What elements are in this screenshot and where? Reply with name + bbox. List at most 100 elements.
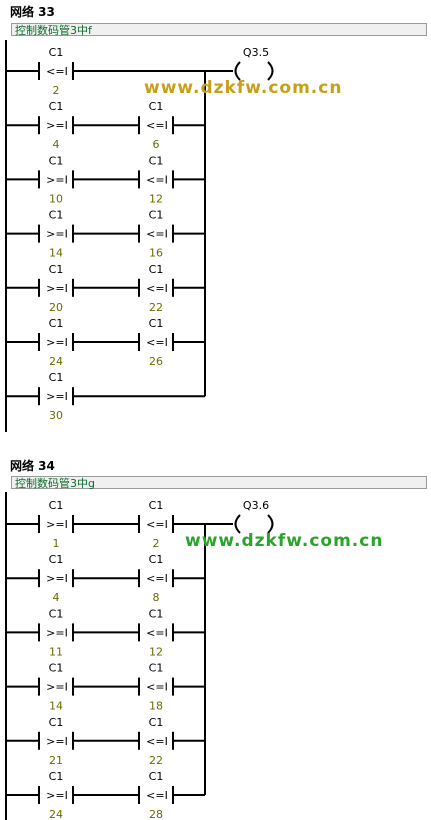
contact-address: C1 — [149, 263, 164, 276]
contact-value: 1 — [53, 537, 60, 550]
contact-operator: <=I — [146, 282, 168, 295]
contact-operator: <=I — [146, 681, 168, 694]
contact-value: 18 — [149, 700, 163, 713]
contact-operator: <=I — [146, 119, 168, 132]
contact-value: 20 — [49, 301, 63, 314]
network-33-comment[interactable]: 控制数码管3中f — [11, 23, 427, 37]
compare-contact: C1>=I11 — [38, 607, 74, 658]
contact-address: C1 — [49, 607, 64, 620]
compare-contact: C1 >=I 14 — [38, 209, 74, 260]
watermark-bottom: www.dzkfw.com.cn — [185, 531, 384, 551]
rung: C1>=I24 C1<=I26 — [6, 317, 205, 368]
contact-operator: >=I — [46, 572, 68, 585]
compare-contact: C1>=I10 — [38, 154, 74, 205]
contact-operator: >=I — [46, 390, 68, 403]
compare-contact: C1<=I26 — [138, 317, 174, 368]
contact-operator: >=I — [46, 518, 68, 531]
contact-operator: <=I — [146, 735, 168, 748]
contact-value: 12 — [149, 645, 163, 658]
compare-contact: C1 >=I 4 — [38, 100, 74, 151]
contact-operator: <=I — [146, 789, 168, 802]
contact-value: 4 — [53, 591, 60, 604]
contact-value: 6 — [153, 138, 160, 151]
coil-left-arc — [234, 514, 241, 534]
output-coil: Q3.6 — [205, 499, 274, 534]
compare-contact: C1 >=I 24 — [38, 770, 74, 820]
contact-address: C1 — [149, 553, 164, 566]
contact-address: C1 — [49, 100, 64, 113]
contact-operator: >=I — [46, 735, 68, 748]
contact-operator: <=I — [146, 173, 168, 186]
network-34-comment[interactable]: 控制数码管3中g — [11, 476, 427, 490]
rung: C1 >=I 30 — [6, 371, 205, 422]
compare-contact: C1>=I4 — [38, 553, 74, 604]
output-coil: Q3.5 — [205, 46, 274, 81]
contact-value: 4 — [53, 138, 60, 151]
compare-contact: C1>=I21 — [38, 716, 74, 767]
contact-value: 21 — [49, 754, 63, 767]
contact-value: 12 — [149, 192, 163, 205]
rung: C1>=I11 C1<=I12 — [6, 607, 205, 658]
compare-contact: C1 <=I 12 — [138, 154, 174, 205]
compare-contact: C1 <=I 2 — [138, 499, 174, 550]
rung: C1 >=I 10 C1 <=I 12 — [6, 154, 205, 205]
contact-address: C1 — [149, 154, 164, 167]
rung: C1<=I2 — [6, 46, 205, 97]
contact-value: 26 — [149, 355, 163, 368]
coil-right-arc — [267, 61, 274, 81]
compare-contact: C1>=I14 — [38, 662, 74, 713]
compare-contact: C1<=I22 — [138, 716, 174, 767]
contact-address: C1 — [49, 662, 64, 675]
contact-value: 10 — [49, 192, 63, 205]
contact-address: C1 — [149, 716, 164, 729]
contact-value: 14 — [49, 700, 63, 713]
contact-value: 14 — [49, 247, 63, 260]
contact-operator: >=I — [46, 282, 68, 295]
contact-address: C1 — [149, 770, 164, 783]
contact-value: 2 — [153, 537, 160, 550]
coil-left-arc — [234, 61, 241, 81]
contact-address: C1 — [149, 662, 164, 675]
network-33-title: 网络 33 — [10, 5, 55, 19]
contact-address: C1 — [49, 263, 64, 276]
compare-contact: C1 <=I 18 — [138, 662, 174, 713]
contact-operator: >=I — [46, 336, 68, 349]
compare-contact: C1 >=I 30 — [38, 371, 74, 422]
contact-operator: <=I — [146, 518, 168, 531]
contact-operator: >=I — [46, 173, 68, 186]
compare-contact: C1 <=I 6 — [138, 100, 174, 151]
contact-address: C1 — [149, 499, 164, 512]
compare-contact: C1<=I28 — [138, 770, 174, 820]
compare-contact: C1>=I24 — [38, 317, 74, 368]
contact-value: 24 — [49, 808, 63, 820]
power-rail-34 — [5, 492, 7, 820]
contact-address: C1 — [149, 209, 164, 222]
contact-operator: >=I — [46, 789, 68, 802]
watermark-top: www.dzkfw.com.cn — [144, 78, 343, 98]
contact-operator: >=I — [46, 119, 68, 132]
contact-address: C1 — [49, 209, 64, 222]
contact-address: C1 — [149, 100, 164, 113]
contact-address: C1 — [49, 46, 64, 59]
contact-value: 8 — [153, 591, 160, 604]
contact-value: 16 — [149, 247, 163, 260]
contact-operator: >=I — [46, 228, 68, 241]
contact-address: C1 — [149, 317, 164, 330]
network-33-ladder[interactable]: C1<=I2C1>=I4C1<=I6C1>=I10C1<=I12C1>=I14C… — [0, 0, 431, 440]
contact-value: 30 — [49, 409, 63, 422]
coil-address: Q3.6 — [243, 499, 269, 512]
contact-address: C1 — [49, 770, 64, 783]
contact-address: C1 — [49, 499, 64, 512]
compare-contact: C1<=I12 — [138, 607, 174, 658]
contact-address: C1 — [149, 607, 164, 620]
contact-address: C1 — [49, 371, 64, 384]
compare-contact: C1<=I2 — [38, 46, 74, 97]
contact-operator: <=I — [146, 572, 168, 585]
